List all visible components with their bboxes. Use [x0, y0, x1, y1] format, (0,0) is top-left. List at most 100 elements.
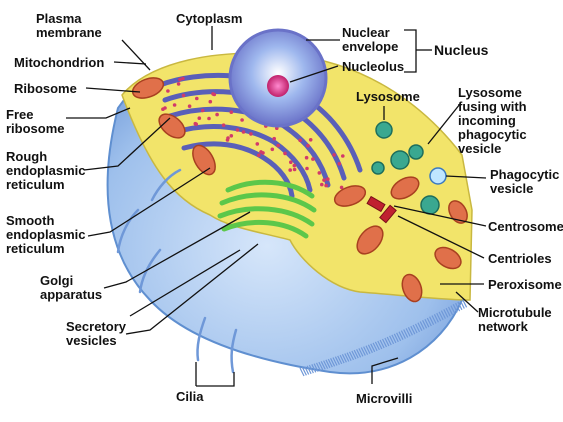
microvillus: [313, 363, 319, 372]
microvillus: [377, 340, 383, 350]
microvillus: [315, 362, 322, 372]
ribosome-dot: [341, 154, 345, 158]
ribosome-dot: [176, 82, 181, 86]
lysosomes: [371, 121, 440, 215]
label-ribosome: Ribosome: [14, 81, 77, 96]
ribosome-dot: [215, 112, 219, 117]
microvillus: [424, 318, 430, 328]
ribosome-dot: [305, 166, 309, 171]
microvillus: [332, 357, 338, 366]
microvillus: [405, 328, 411, 337]
microvillus: [306, 365, 312, 375]
ribosome-dot: [181, 93, 186, 98]
microvillus: [389, 335, 395, 345]
microvillus: [363, 346, 369, 355]
ribosome-dot: [172, 103, 177, 107]
phagocytic-vesicle: [429, 167, 447, 185]
microvillus: [341, 354, 347, 363]
ribosome-dot: [311, 157, 315, 161]
microvillus: [417, 322, 423, 331]
microvillus: [327, 358, 333, 368]
ribosome-dot: [304, 155, 309, 160]
label-nucleolus: Nucleolus: [342, 59, 405, 74]
ribosome-dot: [259, 150, 263, 154]
ribosome-dot: [288, 168, 293, 172]
ribosome-dot: [161, 107, 165, 111]
ribosome-dot: [193, 121, 198, 126]
microvillus: [351, 350, 357, 360]
microvillus: [398, 331, 404, 340]
microvillus: [348, 351, 355, 361]
microvillus: [353, 349, 359, 359]
microvillus: [346, 352, 352, 361]
ribosome-dot: [324, 183, 328, 188]
microvillus: [407, 327, 413, 336]
microvillus: [381, 338, 388, 348]
ribosome-dot: [226, 136, 230, 140]
ribosome-dot: [270, 147, 275, 152]
microvillus: [339, 354, 345, 364]
microvillus: [393, 333, 399, 343]
label-microvilli: Microvilli: [356, 391, 413, 406]
label-phagocytic-vesicle: Phagocytic vesicle: [490, 167, 560, 196]
microvillus: [372, 342, 378, 352]
label-smooth-er: Smooth endoplasmic reticulum: [6, 213, 86, 256]
ribosome-dot: [207, 116, 211, 121]
microvillus: [396, 332, 402, 342]
centrosome: [366, 195, 397, 224]
microvillus: [445, 307, 451, 317]
ribosome-dot: [298, 138, 302, 143]
ribosome-dots: [161, 76, 345, 190]
ribosome-dot: [229, 110, 234, 114]
microvillus: [431, 315, 437, 324]
label-golgi: Golgi apparatus: [40, 273, 103, 302]
microvillus: [330, 358, 336, 367]
ribosome-dot: [235, 128, 240, 132]
ribosome-dot: [276, 143, 281, 148]
microvillus: [391, 334, 397, 344]
ribosome-dot: [283, 151, 287, 156]
label-secretory-vesicles: Secretory vesicles: [66, 319, 126, 348]
microvillus: [379, 339, 385, 349]
ribosome-dot: [187, 104, 192, 108]
microvillus: [325, 359, 331, 369]
label-cilia: Cilia: [176, 389, 204, 404]
microvillus: [367, 344, 373, 354]
ribosome-dot: [208, 99, 213, 104]
microvillus: [433, 314, 439, 323]
ribosome-dot: [339, 185, 344, 190]
microvillus: [320, 361, 326, 370]
label-lysosome: Lysosome: [356, 89, 420, 104]
microvillus: [457, 301, 463, 311]
ribosome-dot: [181, 76, 185, 81]
microvillus: [386, 336, 392, 346]
microvillus: [308, 364, 314, 374]
label-mitochondrion: Mitochondrion: [14, 55, 105, 70]
microvillus: [447, 306, 454, 316]
ribosome-dot: [306, 143, 310, 148]
microvillus: [462, 299, 468, 308]
microvillus: [337, 355, 343, 365]
microvillus: [455, 302, 461, 312]
ribosome-dot: [240, 118, 244, 122]
microvillus: [318, 361, 324, 371]
microvillus: [436, 312, 442, 322]
microvillus: [419, 321, 425, 330]
microvillus: [360, 347, 366, 356]
ribosome-dot: [332, 153, 336, 157]
label-lysosome-fusing: Lysosome fusing with incoming phagocytic…: [458, 85, 527, 156]
label-rough-er: Rough endoplasmic reticulum: [6, 149, 86, 192]
label-nucleus: Nucleus: [434, 42, 489, 58]
microvillus: [412, 324, 418, 334]
ribosome-dot: [197, 116, 202, 120]
ribosome-dot: [326, 177, 330, 181]
leader-lines: [66, 26, 487, 387]
ribosome-dot: [257, 153, 261, 158]
label-plasma-membrane: Plasma membrane: [36, 11, 102, 40]
ribosome-dot: [229, 134, 234, 138]
label-centrosome: Centrosome: [488, 219, 563, 234]
ribosome-dot: [195, 96, 199, 101]
microvillus: [323, 360, 329, 369]
microvillus: [370, 343, 376, 353]
label-peroxisome: Peroxisome: [488, 277, 562, 292]
